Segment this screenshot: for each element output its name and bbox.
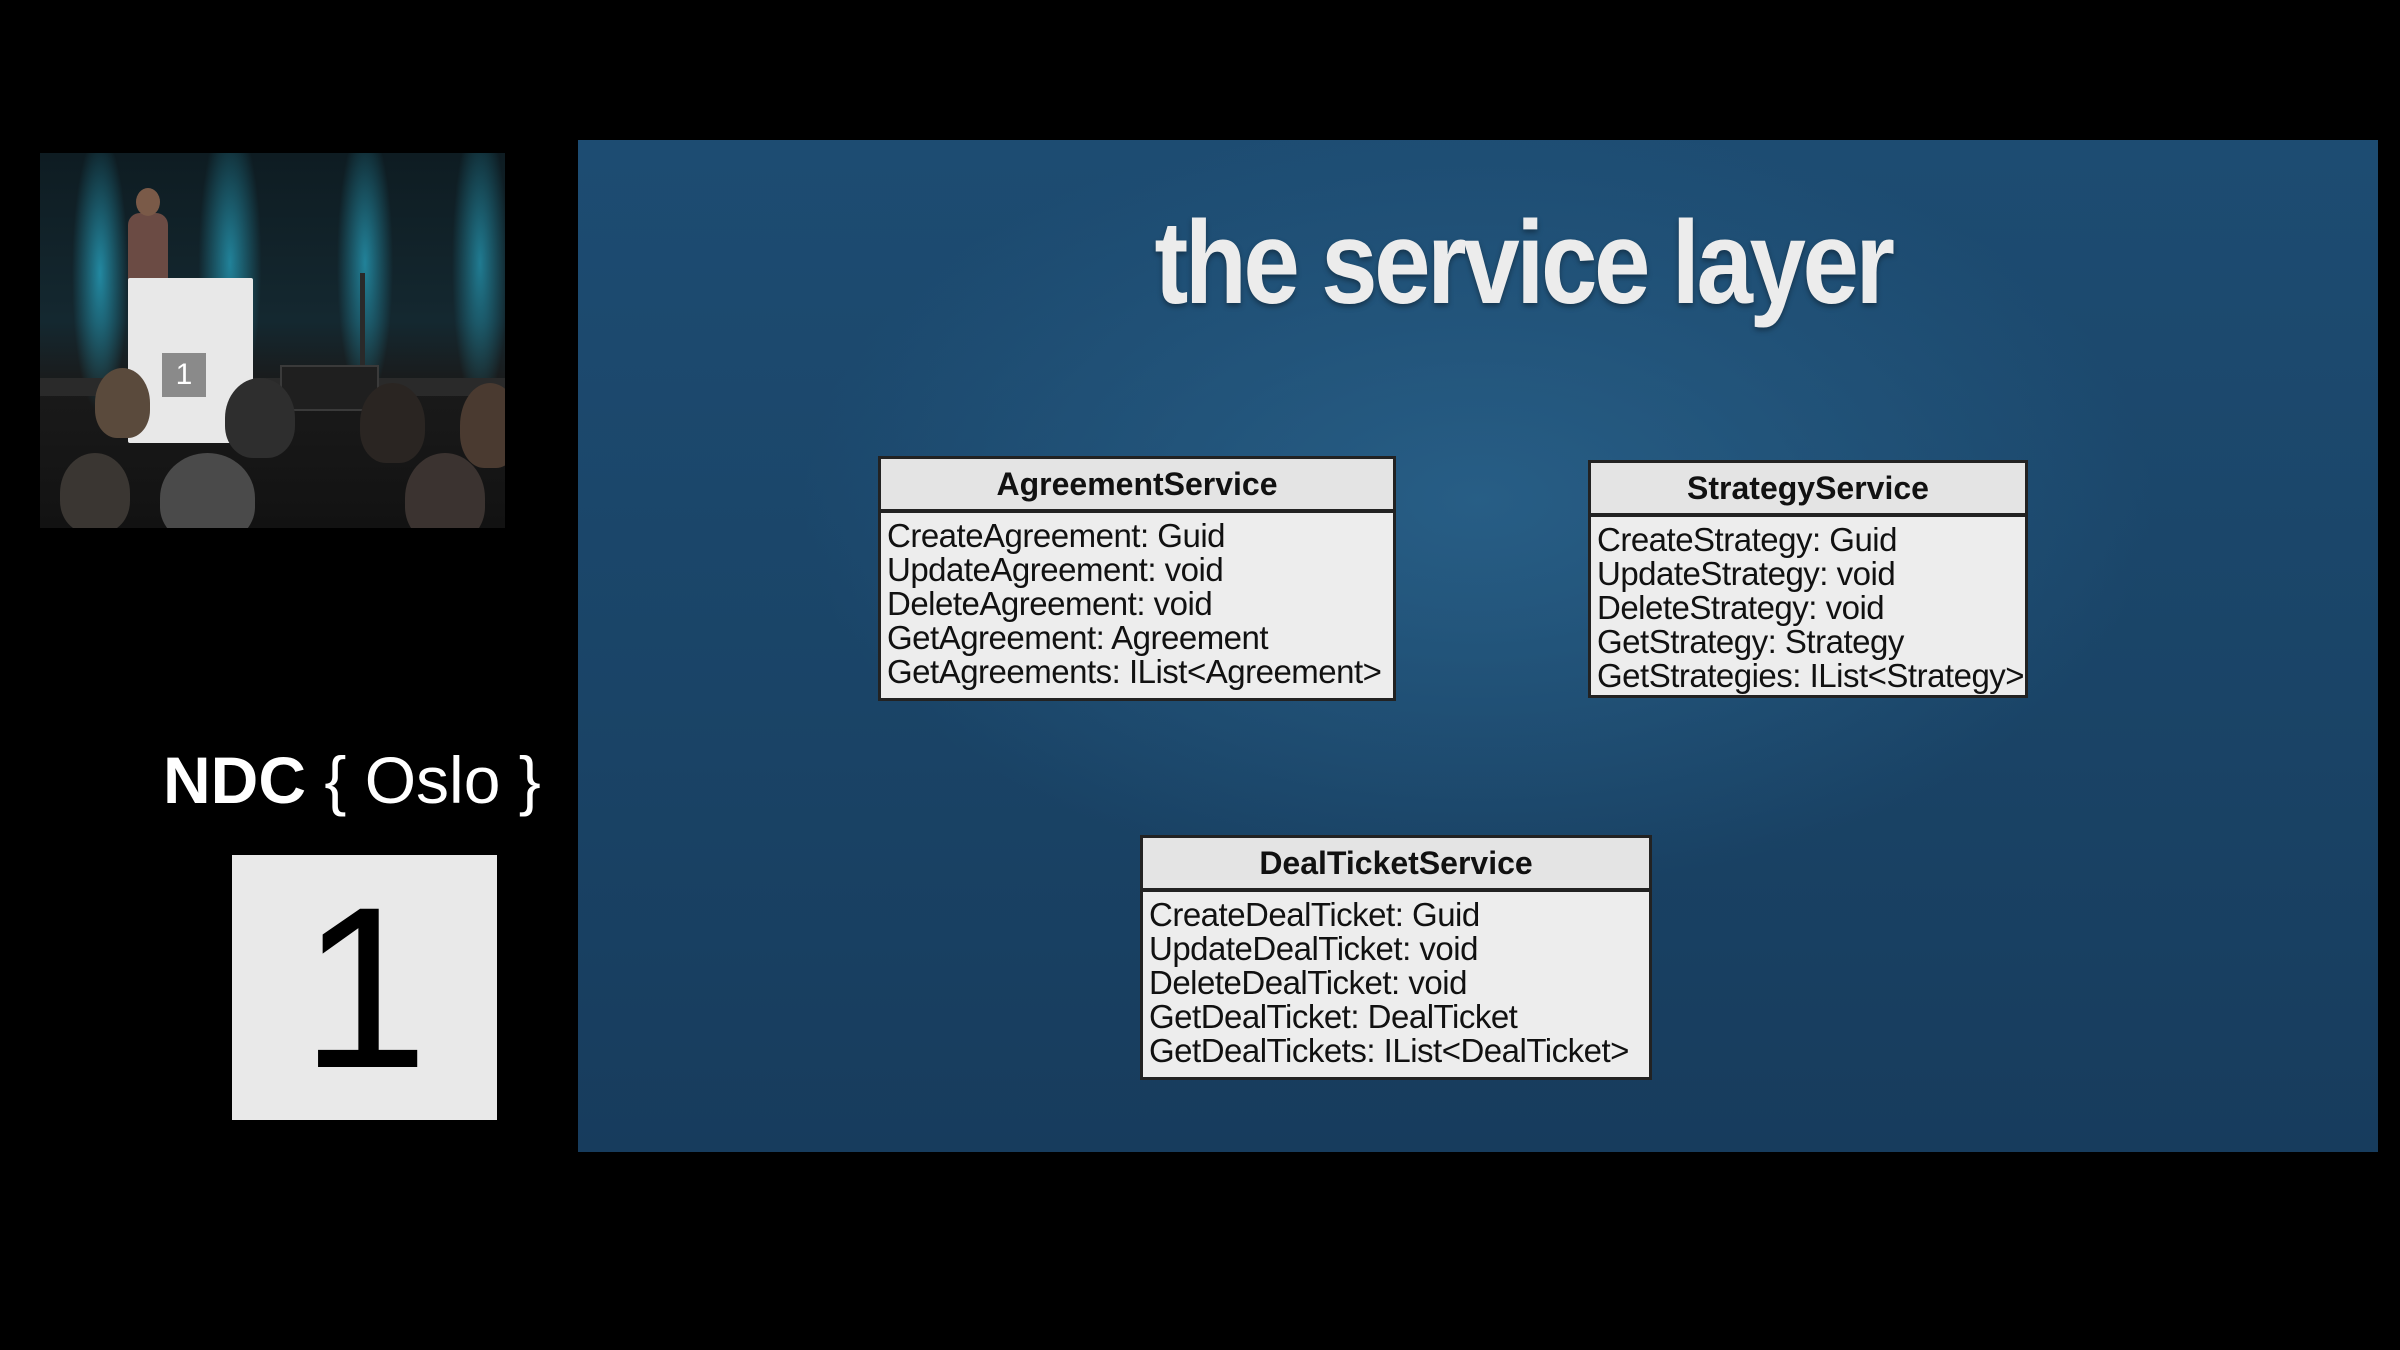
lectern-room-badge: 1 — [162, 353, 206, 397]
uml-operations: CreateAgreement: Guid UpdateAgreement: v… — [881, 513, 1393, 689]
event-name: NDC — [163, 743, 306, 817]
uml-operation: CreateAgreement: Guid — [887, 517, 1226, 554]
uml-operation: GetStrategy: Strategy — [1597, 623, 1904, 660]
audience-member — [460, 383, 505, 468]
uml-operations: CreateDealTicket: Guid UpdateDealTicket:… — [1143, 892, 1649, 1068]
uml-operation: CreateStrategy: Guid — [1597, 521, 1898, 558]
uml-operation: GetDealTickets: IList<DealTicket> — [1149, 1032, 1629, 1069]
uml-operation: UpdateStrategy: void — [1597, 555, 1896, 592]
audience-member — [360, 383, 425, 463]
uml-operation: DeleteAgreement: void — [887, 585, 1213, 622]
slide-title: the service layer — [1154, 197, 1894, 329]
presentation-slide: the service layer AgreementService Creat… — [578, 140, 2378, 1152]
uml-class-name: AgreementService — [881, 459, 1393, 513]
uml-operation: CreateDealTicket: Guid — [1149, 896, 1480, 933]
speaker-video: 1 — [40, 153, 505, 528]
audience-member — [60, 453, 130, 528]
uml-operation: UpdateDealTicket: void — [1149, 930, 1478, 967]
audience-member — [225, 378, 295, 458]
speaker-head — [136, 188, 160, 216]
uml-class-name: StrategyService — [1591, 463, 2025, 517]
uml-operation: GetDealTicket: DealTicket — [1149, 998, 1518, 1035]
event-branding: NDC { Oslo } — [163, 745, 583, 815]
confidence-monitor — [280, 365, 379, 411]
uml-operation: DeleteStrategy: void — [1597, 589, 1885, 626]
uml-class-strategy-service: StrategyService CreateStrategy: Guid Upd… — [1588, 460, 2028, 698]
uml-class-dealticket-service: DealTicketService CreateDealTicket: Guid… — [1140, 835, 1652, 1080]
uml-operation: GetAgreements: IList<Agreement> — [887, 653, 1382, 690]
uml-operations: CreateStrategy: Guid UpdateStrategy: voi… — [1591, 517, 2025, 693]
uml-class-agreement-service: AgreementService CreateAgreement: Guid U… — [878, 456, 1396, 701]
audience-member — [160, 453, 255, 528]
audience-member — [405, 453, 485, 528]
audience-member — [95, 368, 150, 438]
uml-operation: UpdateAgreement: void — [887, 551, 1224, 588]
uml-operation: GetAgreement: Agreement — [887, 619, 1269, 656]
speaker — [128, 213, 168, 288]
room-number-badge: 1 — [232, 855, 497, 1120]
event-city: { Oslo } — [324, 743, 541, 817]
uml-operation: DeleteDealTicket: void — [1149, 964, 1467, 1001]
uml-class-name: DealTicketService — [1143, 838, 1649, 892]
mic-stand — [360, 273, 365, 383]
uml-operation: GetStrategies: IList<Strategy> — [1597, 657, 2025, 694]
